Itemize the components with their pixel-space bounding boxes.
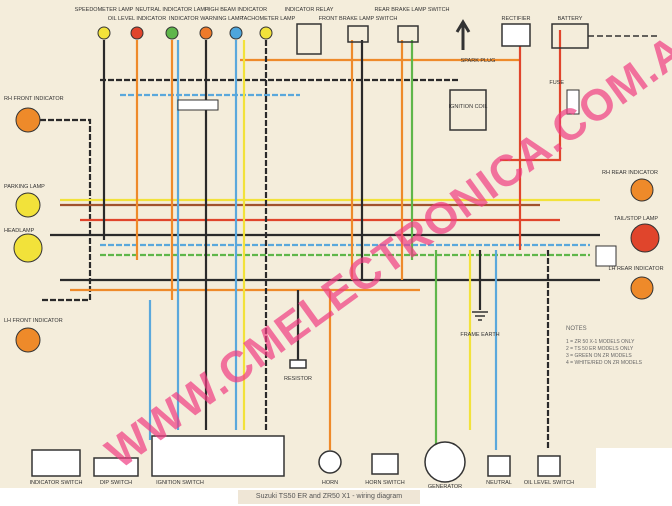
label-horn-switch: HORN SWITCH <box>365 480 404 486</box>
tachometer-lamp-icon <box>259 26 273 40</box>
label-tail-stop-lamp: TAIL/STOP LAMP <box>614 216 658 222</box>
label-lh-front-indicator: LH FRONT INDICATOR <box>4 318 63 324</box>
paper-cutout <box>596 448 672 488</box>
note-item: 1 = ZR 50 X-1 MODELS ONLY <box>566 339 635 345</box>
rear-brake-switch-icon <box>397 25 419 43</box>
label-rh-rear-indicator: RH REAR INDICATOR <box>602 170 658 176</box>
label-tachometer: TACHOMETER LAMP <box>241 16 296 22</box>
tail-stop-lamp-icon <box>630 223 660 253</box>
label-headlamp: HEADLAMP <box>4 228 35 234</box>
lh-rear-indicator-icon <box>630 276 654 300</box>
oil-level-switch-icon <box>537 455 561 477</box>
note-item: 4 = WHITE/RED ON ZR MODELS <box>566 360 642 366</box>
parking-lamp-icon <box>15 192 41 218</box>
label-fuse: FUSE <box>549 80 564 86</box>
note-item: 3 = GREEN ON ZR MODELS <box>566 353 632 359</box>
generator-icon <box>424 441 466 483</box>
vertical-wires <box>102 40 550 450</box>
notes-title: NOTES <box>566 326 587 332</box>
label-rear-brake: REAR BRAKE LAMP SWITCH <box>374 7 449 13</box>
label-frame-earth: FRAME EARTH <box>460 332 499 338</box>
label-indicator-relay: INDICATOR RELAY <box>285 7 334 13</box>
label-oil-level: OIL LEVEL INDICATOR <box>108 16 166 22</box>
label-dip-switch: DIP SWITCH <box>100 480 132 486</box>
side-lamps <box>13 107 660 353</box>
neutral-switch-icon <box>487 455 511 477</box>
diagram-caption: Suzuki TS50 ER and ZR50 X1 - wiring diag… <box>238 490 420 504</box>
label-resistor: RESISTOR <box>284 376 312 382</box>
connector-block <box>177 99 219 111</box>
label-indicator-switch: INDICATOR SWITCH <box>30 480 83 486</box>
wire-black-white <box>40 118 92 302</box>
label-rh-front-indicator: RH FRONT INDICATOR <box>4 96 64 102</box>
label-horn: HORN <box>322 480 338 486</box>
bottom-components <box>31 311 561 483</box>
fuse-icon <box>566 89 580 115</box>
label-generator: GENERATOR <box>428 484 462 490</box>
dip-switch-icon <box>93 457 139 477</box>
label-indicator-warning: INDICATOR WARNING LAMP <box>169 16 243 22</box>
connector-right <box>595 245 617 267</box>
label-lh-rear-indicator: LH REAR INDICATOR <box>608 266 663 272</box>
indicator-switch-icon <box>31 449 81 477</box>
speedometer-lamp-icon <box>97 26 111 40</box>
note-item: 2 = TS 50 ER MODELS ONLY <box>566 346 634 352</box>
resistor-icon <box>289 359 307 369</box>
spark-plug-icon <box>455 19 471 50</box>
label-neutral: NEUTRAL INDICATOR LAMP <box>135 7 209 13</box>
headlamp-icon <box>13 233 43 263</box>
neutral-indicator-icon <box>165 26 179 40</box>
frame-earth-icon <box>472 311 488 321</box>
high-beam-indicator-icon <box>229 26 243 40</box>
oil-level-indicator-icon <box>130 26 144 40</box>
ignition-switch-icon <box>151 435 285 477</box>
indicator-warning-lamp-icon <box>199 26 213 40</box>
notes: NOTES 1 = ZR 50 X-1 MODELS ONLY 2 = TS 5… <box>566 326 642 367</box>
label-oil-level-switch: OIL LEVEL SWITCH <box>524 480 574 486</box>
label-neutral: NEUTRAL <box>486 480 512 486</box>
label-high-beam: HIGH BEAM INDICATOR <box>205 7 267 13</box>
labels: SPEEDOMETER LAMP OIL LEVEL INDICATOR NEU… <box>4 7 664 490</box>
front-brake-switch-icon <box>347 25 369 43</box>
label-parking-lamp: PARKING LAMP <box>4 184 45 190</box>
horn-icon <box>318 450 342 474</box>
indicator-relay-icon <box>296 23 322 55</box>
lh-front-indicator-icon <box>15 327 41 353</box>
label-speedometer: SPEEDOMETER LAMP <box>75 7 134 13</box>
label-front-brake: FRONT BRAKE LAMP SWITCH <box>319 16 398 22</box>
rectifier-icon <box>501 23 531 47</box>
horn-switch-icon <box>371 453 399 475</box>
rh-front-indicator-icon <box>15 107 41 133</box>
label-ignition-switch: IGNITION SWITCH <box>156 480 204 486</box>
label-rectifier: RECTIFIER <box>501 16 530 22</box>
label-spark-plug: SPARK PLUG <box>461 58 496 64</box>
label-battery: BATTERY <box>558 16 583 22</box>
label-ignition-coil: IGNITION COIL <box>449 104 488 110</box>
ignition-coil-icon <box>449 89 487 131</box>
top-lamps <box>97 19 660 267</box>
rh-rear-indicator-icon <box>630 178 654 202</box>
